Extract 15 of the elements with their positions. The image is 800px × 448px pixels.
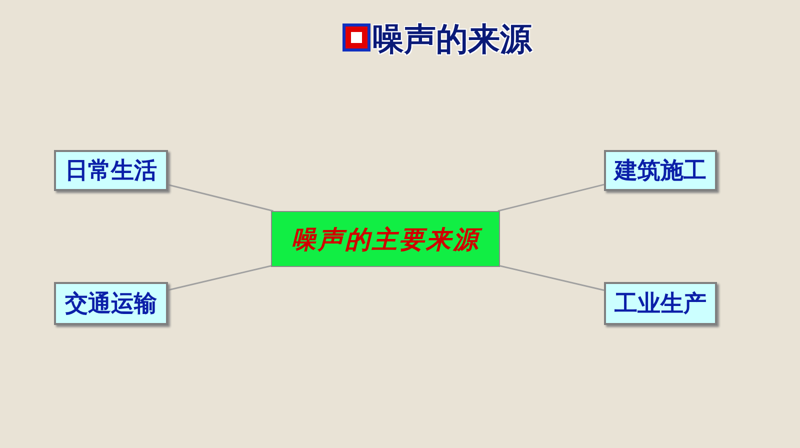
central-topic-box	[271, 211, 500, 267]
topic-box	[54, 282, 168, 325]
node-label: 交通运输	[65, 290, 157, 319]
connector-line	[168, 265, 272, 291]
node-label: 工业生产	[614, 290, 706, 319]
title: 噪声的来源	[372, 19, 532, 60]
connector-line	[498, 184, 604, 212]
node-label: 噪声的主要来源	[291, 222, 480, 256]
connector-line	[168, 184, 274, 212]
connector-line	[500, 265, 604, 291]
node-label: 日常生活	[65, 157, 157, 186]
node-label: 建筑施工	[614, 157, 706, 186]
topic-box	[604, 282, 717, 325]
topic-box	[604, 150, 717, 191]
topic-box	[54, 150, 168, 191]
